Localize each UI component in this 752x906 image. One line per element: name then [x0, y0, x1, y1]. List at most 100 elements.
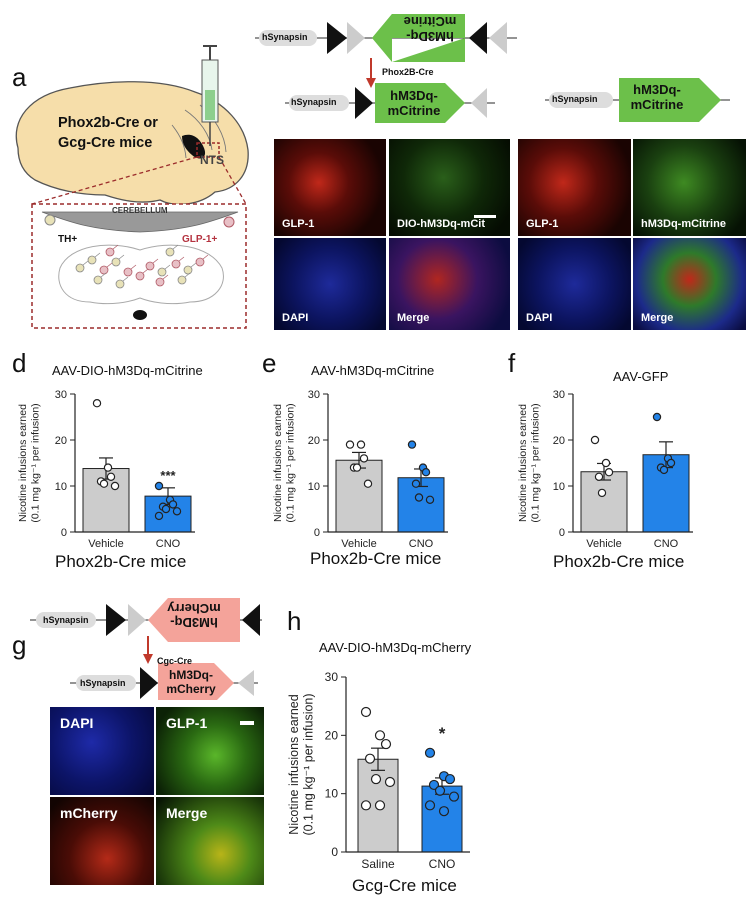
brain-outline	[15, 81, 249, 206]
data-point	[411, 479, 421, 488]
data-point	[421, 467, 431, 477]
x-tick-label: Saline	[361, 857, 395, 871]
data-point	[424, 800, 436, 811]
data-point	[384, 776, 396, 788]
data-point	[438, 806, 450, 817]
micrograph-glp1-g: GLP-1	[156, 707, 264, 795]
data-point	[597, 488, 607, 498]
promoter-label-g: hSynapsin	[43, 615, 89, 625]
data-point	[356, 440, 366, 449]
micrograph-dio-left: DIO-hM3Dq-mCit	[389, 139, 510, 236]
data-point	[103, 463, 113, 472]
y-axis-label: Nicotine infusions earned	[272, 404, 284, 522]
glp1-label: GLP-1+	[182, 234, 218, 245]
chart-xlabel-e: Phox2b-Cre mice	[310, 549, 442, 568]
data-point	[428, 779, 440, 791]
y-tick-label: 0	[331, 845, 338, 859]
panel-label-d: d	[12, 348, 27, 378]
y-tick-label: 0	[61, 527, 67, 539]
micrograph-dapi-g: DAPI	[50, 707, 154, 795]
nts-label: NTS	[200, 153, 224, 167]
recombinase-label: Phox2B-Cre	[382, 67, 434, 77]
y-tick-label: 0	[314, 527, 320, 539]
brainstem-region	[182, 134, 206, 159]
data-point	[370, 773, 382, 785]
y-tick-label: 30	[325, 670, 339, 684]
x-tick-label: CNO	[429, 857, 456, 871]
y-tick-label: 30	[55, 389, 67, 401]
data-point	[666, 458, 676, 468]
y-axis-label-units: (0.1 mg kg⁻¹ per infusion)	[30, 403, 42, 522]
promoter-label-2: hSynapsin	[291, 97, 337, 107]
chart-xlabel-d: Phox2b-Cre mice	[55, 552, 187, 571]
data-point	[92, 399, 102, 408]
chart-xlabel-f: Phox2b-Cre mice	[553, 552, 685, 571]
chart-title-d: AAV-DIO-hM3Dq-mCitrine	[52, 363, 203, 378]
bar-vehicle	[580, 471, 628, 533]
promoter-label-g2: hSynapsin	[80, 678, 126, 688]
micrograph-merge-left: Merge	[389, 238, 510, 330]
data-point	[154, 511, 164, 521]
data-point	[110, 481, 120, 491]
data-point	[601, 458, 611, 468]
data-point	[363, 479, 373, 488]
y-tick-label: 20	[325, 728, 339, 742]
panel-label-e: e	[262, 348, 277, 378]
data-point	[604, 467, 614, 477]
micrograph-dapi-right: DAPI	[518, 238, 631, 330]
x-tick-label: Vehicle	[341, 538, 376, 550]
recombinase-g-label: Cgc-Cre	[157, 656, 193, 666]
data-point	[444, 773, 456, 785]
data-point	[424, 747, 436, 758]
promoter-label: hSynapsin	[262, 32, 308, 42]
data-point	[359, 454, 369, 463]
micrograph-merge-right: Merge	[633, 238, 746, 330]
data-point	[364, 753, 376, 764]
y-axis-label: Nicotine infusions earned	[287, 694, 301, 834]
chart-title-h: AAV-DIO-hM3Dq-mCherry	[319, 640, 472, 655]
x-tick-label: Vehicle	[88, 538, 123, 550]
chart-title-e: AAV-hM3Dq-mCitrine	[311, 363, 435, 378]
brain-schematic	[15, 45, 249, 329]
data-point	[352, 463, 362, 472]
data-point	[659, 465, 669, 475]
panel-label-a: a	[12, 62, 27, 92]
constructs-g	[30, 598, 262, 700]
y-tick-label: 10	[308, 481, 320, 493]
x-tick-label: CNO	[654, 538, 679, 550]
g-recombined-label: hM3Dq-mCherry	[166, 668, 216, 696]
data-point	[594, 472, 604, 482]
micrograph-dapi-left: DAPI	[274, 238, 386, 330]
micrograph-mcherry-g: mCherry	[50, 797, 154, 885]
y-tick-label: 30	[308, 389, 320, 401]
y-tick-label: 10	[553, 481, 565, 493]
chart-title-f: AAV-GFP	[613, 369, 669, 384]
x-tick-label: CNO	[409, 538, 434, 550]
g-inverted-label: hM3Dq-mCherry	[167, 601, 221, 630]
data-point	[407, 440, 417, 449]
data-point	[154, 481, 164, 491]
data-point	[374, 730, 386, 741]
data-point	[345, 440, 355, 449]
data-point	[590, 435, 600, 445]
micrograph-glp1-right: GLP-1	[518, 139, 631, 236]
dio-inverted-label: hM3Dq-mCitrine	[403, 14, 457, 44]
data-point	[448, 791, 460, 802]
x-tick-label: Vehicle	[586, 538, 621, 550]
micrograph-glp1-left: GLP-1	[274, 139, 386, 236]
data-point	[168, 500, 178, 509]
y-tick-label: 30	[553, 389, 565, 401]
y-tick-label: 20	[553, 435, 565, 447]
data-point	[99, 479, 109, 488]
y-tick-label: 10	[55, 481, 67, 493]
y-axis-label-units: (0.1 mg kg⁻¹ per infusion)	[302, 693, 316, 835]
data-point	[360, 706, 372, 718]
y-tick-label: 0	[559, 527, 565, 539]
data-point	[172, 507, 182, 516]
micrograph-merge-g: Merge	[156, 797, 264, 885]
th-label: TH+	[58, 234, 78, 245]
